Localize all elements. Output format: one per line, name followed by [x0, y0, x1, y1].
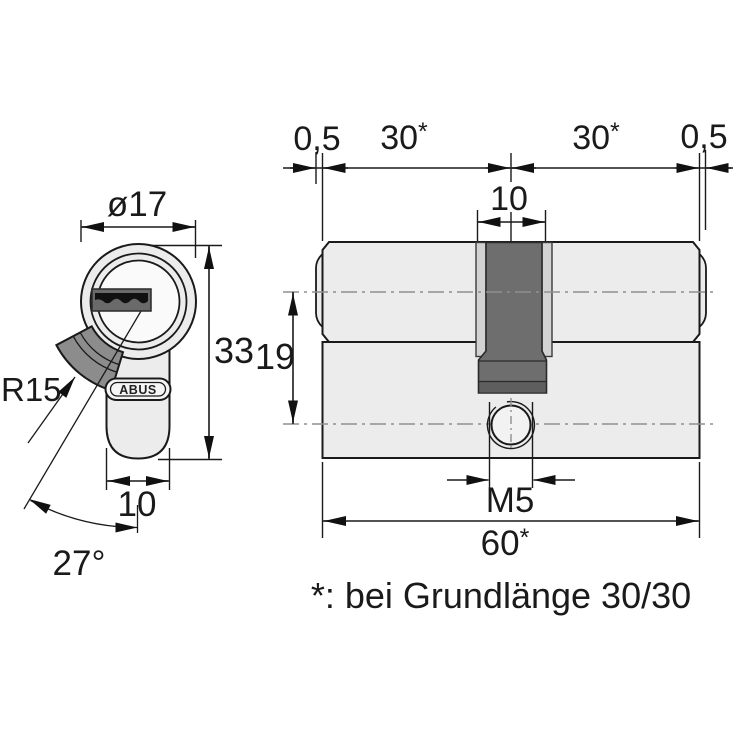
angle-arrow-left: [29, 499, 51, 514]
key-profile: [95, 293, 148, 304]
cam-slot-right: [541, 241, 553, 358]
abus-logo-text: ABUS: [119, 383, 156, 397]
dim-label-half-length-right: 30*: [572, 118, 620, 157]
footnote: *: bei Grundlänge 30/30: [311, 575, 691, 616]
dim-label-end-clearance-right: 0,5: [680, 118, 727, 156]
dim-label-height: 33: [214, 330, 254, 371]
front-view: ABUS ø17 33 10 R15 27°: [1, 185, 254, 583]
cam-front: [55, 325, 125, 392]
cam-side-lip: [479, 382, 546, 393]
dim-label-cam-radius: R15: [1, 371, 62, 408]
end-face-left: [315, 253, 324, 328]
dim-label-half-length-left: 30*: [380, 118, 428, 157]
dim-label-body-width: 10: [118, 485, 157, 524]
cam-band-2: [72, 335, 118, 373]
cam-band-1: [79, 332, 120, 366]
angle-leg-line: [23, 305, 145, 510]
abus-logo: ABUS: [104, 377, 172, 401]
end-face-right: [698, 253, 707, 328]
cam-slot-left: [475, 241, 487, 358]
dim-label-total-length: 60*: [481, 524, 530, 563]
dim-label-rotation-angle: 27°: [53, 544, 106, 583]
screw-thread-arc: [486, 400, 536, 450]
cam-side: [477, 241, 548, 394]
r15-leader: [27, 376, 76, 444]
dim-label-diameter: ø17: [107, 185, 167, 224]
dim-label-end-clearance-left: 0,5: [293, 120, 340, 158]
dim-label-center-distance: 19: [255, 336, 295, 377]
cylinder-face-ring: [89, 252, 188, 351]
angle-arrow-right: [115, 522, 138, 533]
dim-label-cam-width: 10: [490, 180, 528, 218]
side-view: 0,5 30* 30* 0,5 10 19 M5 60*: [255, 118, 733, 563]
dim-label-screw-thread: M5: [486, 481, 535, 520]
